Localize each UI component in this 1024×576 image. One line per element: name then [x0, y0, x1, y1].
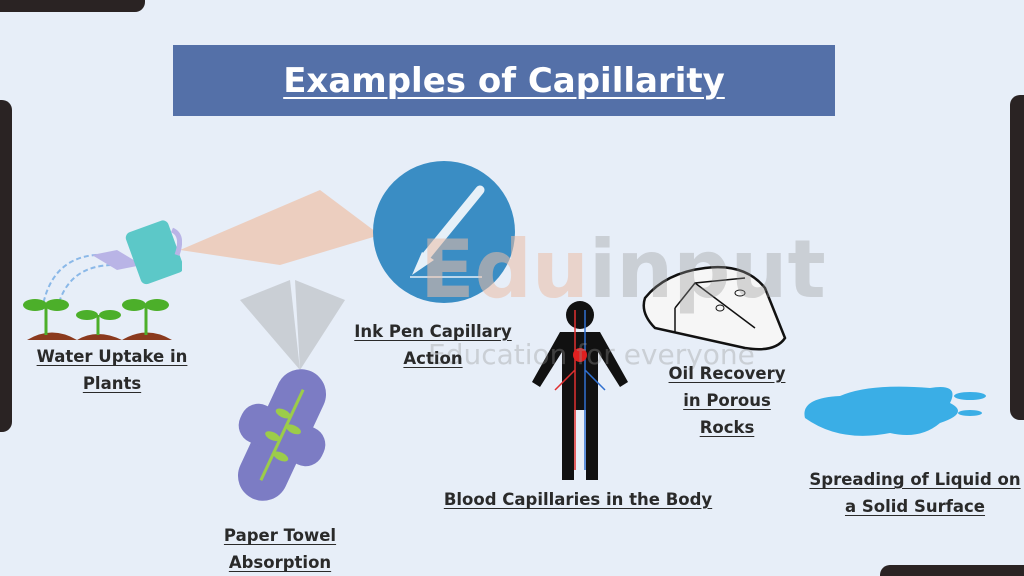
label-spreading-liquid: Spreading of Liquid on a Solid Surface: [809, 466, 1020, 520]
fountain-pen-icon: [373, 161, 515, 303]
label-line: Absorption: [228, 553, 332, 572]
frame-bar-right: [1010, 95, 1024, 420]
label-line: Oil Recovery: [668, 364, 786, 383]
frame-corner-bottom-right: [880, 565, 1024, 576]
sanitary-pad-icon: [237, 369, 327, 501]
label-line: Rocks: [699, 418, 755, 437]
watering-can-plants-icon: [23, 220, 182, 340]
label-line: Water Uptake in: [36, 347, 188, 366]
label-line: Paper Towel: [223, 526, 337, 545]
label-line: Blood Capillaries in the Body: [443, 490, 713, 509]
label-line: a Solid Surface: [844, 497, 986, 516]
label-line: Ink Pen Capillary: [354, 322, 512, 341]
watermark-logo-icon: [180, 190, 380, 370]
label-line: in Porous: [683, 391, 771, 410]
label-water-uptake: Water Uptake in Plants: [37, 343, 188, 397]
label-line: Action: [403, 349, 463, 368]
liquid-puddle-icon: [804, 386, 986, 436]
human-circulatory-icon: [532, 301, 628, 480]
label-blood-capillaries: Blood Capillaries in the Body: [444, 486, 712, 513]
porous-rock-icon: [642, 266, 787, 351]
page-title: Examples of Capillarity: [283, 60, 725, 101]
frame-corner-top-left: [0, 0, 145, 12]
label-line: Plants: [82, 374, 142, 393]
frame-bar-left: [0, 100, 12, 432]
title-banner: Examples of Capillarity: [173, 45, 835, 116]
label-line: Spreading of Liquid on: [809, 470, 1021, 489]
